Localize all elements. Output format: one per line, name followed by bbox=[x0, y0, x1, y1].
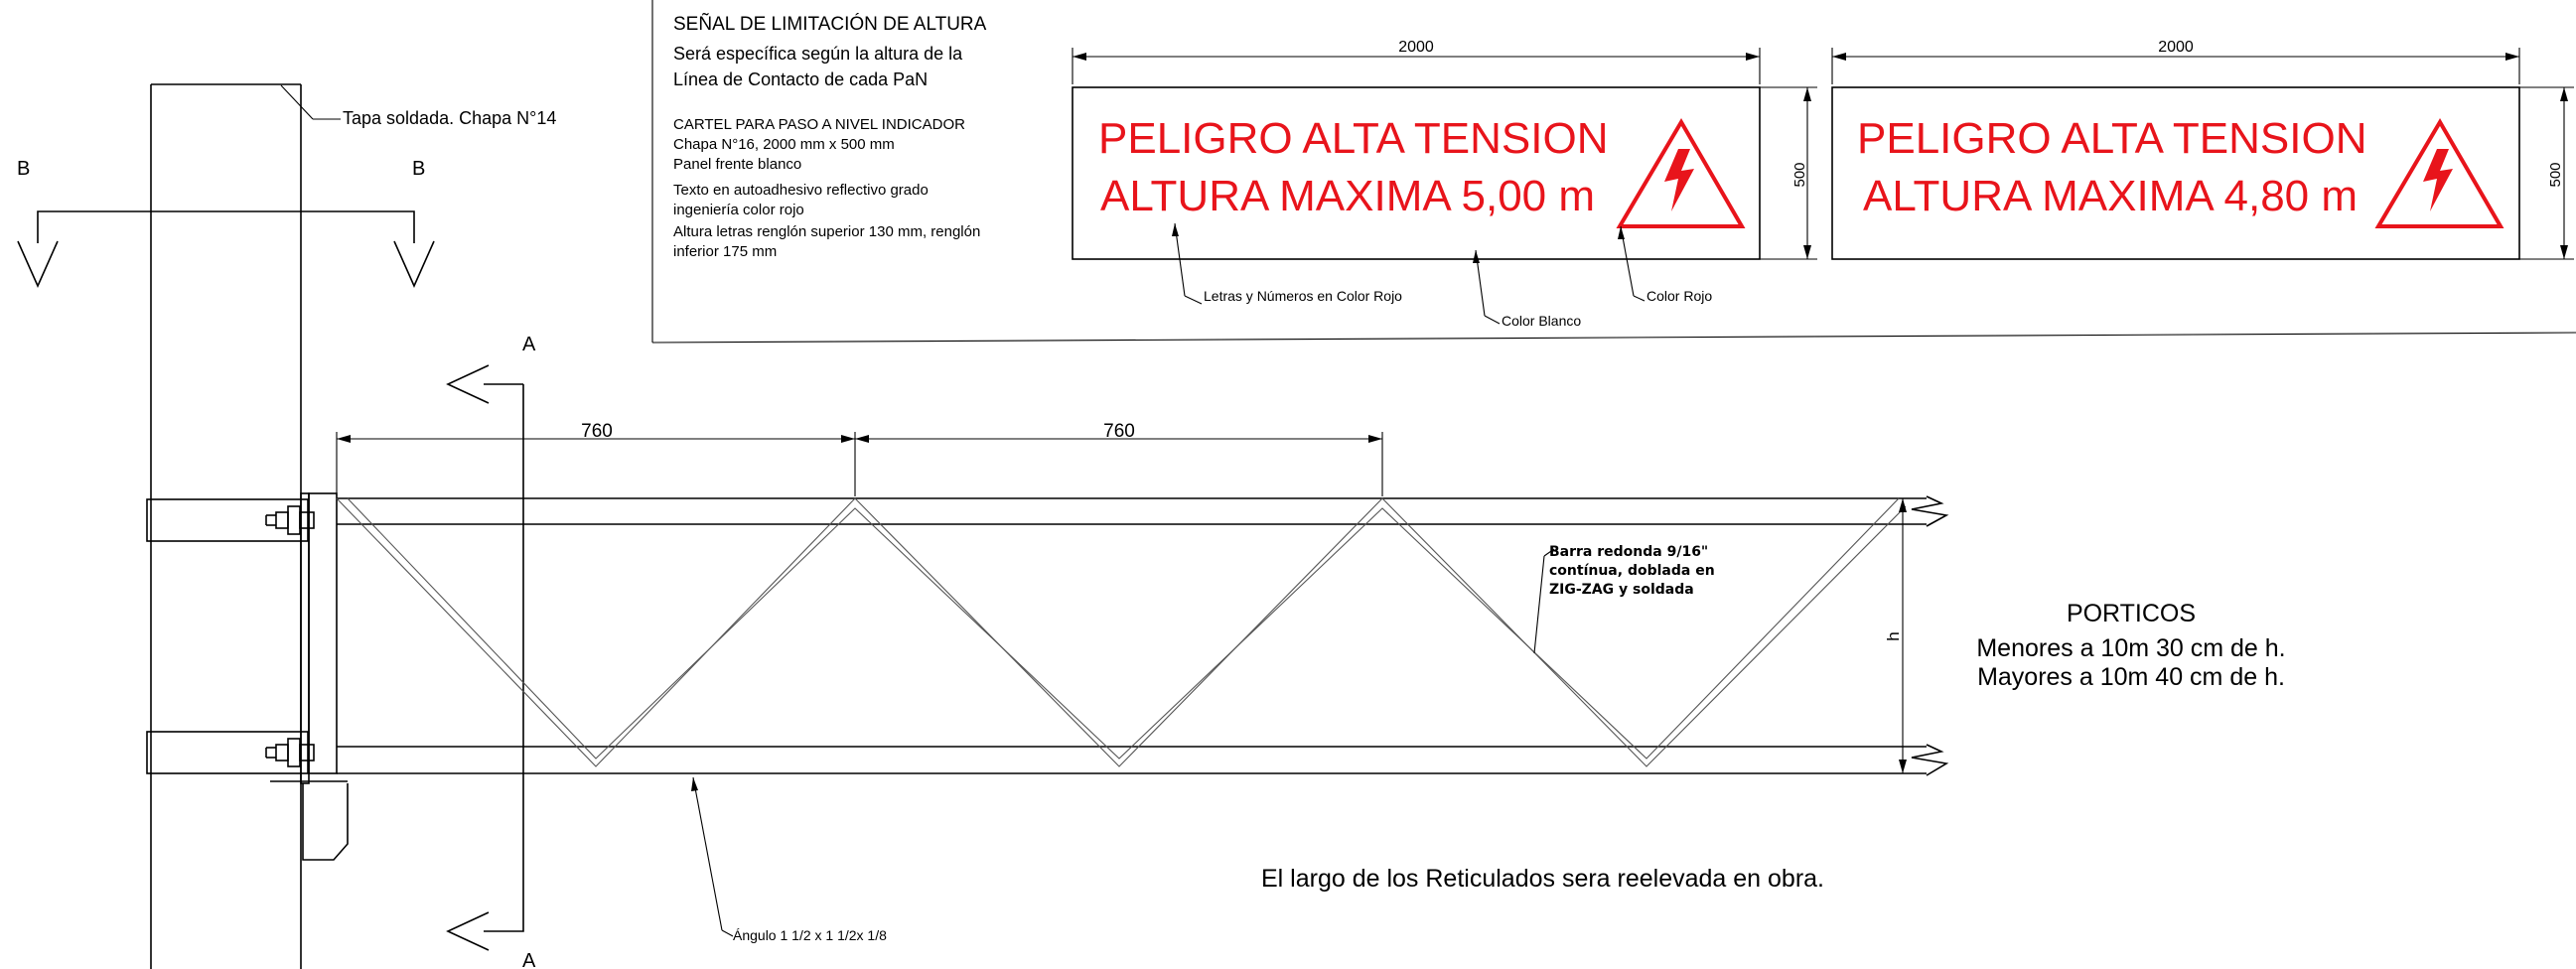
callout-white: Color Blanco bbox=[1502, 313, 1581, 329]
sign-callouts: Letras y Números en Color Rojo Color Bla… bbox=[1172, 222, 1712, 329]
sign-2-height-dim: 500 bbox=[2547, 162, 2564, 187]
sign-frame bbox=[651, 0, 2576, 344]
porticos-title: PORTICOS bbox=[2067, 600, 2196, 627]
angle-label: Ángulo 1 1/2 x 1 1/2x 1/8 bbox=[733, 927, 887, 943]
sign-2-panel bbox=[1831, 86, 2520, 260]
porticos-note: PORTICOS Menores a 10m 30 cm de h. Mayor… bbox=[1976, 600, 2285, 691]
clamp-top bbox=[146, 498, 315, 542]
sign-1-line-2: ALTURA MAXIMA 5,00 m bbox=[1100, 172, 1595, 220]
cartel-line-5: ingeniería color rojo bbox=[673, 202, 804, 218]
bar-note-line-3: ZIG-ZAG y soldada bbox=[1549, 582, 1694, 598]
callout-letters: Letras y Números en Color Rojo bbox=[1204, 288, 1402, 304]
section-a-bottom-label: A bbox=[522, 950, 536, 969]
truss-span-1: 760 bbox=[581, 421, 613, 442]
truss-span-2: 760 bbox=[1103, 421, 1135, 442]
high-voltage-warning-icon bbox=[1616, 118, 1746, 228]
notes-spec-line-2: Línea de Contacto de cada PaN bbox=[673, 69, 928, 89]
porticos-line-2: Mayores a 10m 40 cm de h. bbox=[1977, 663, 2285, 691]
notes-block: SEÑAL DE LIMITACIÓN DE ALTURA Será espec… bbox=[673, 13, 987, 260]
section-b-b: B B bbox=[17, 158, 435, 288]
sign-1-panel bbox=[1072, 86, 1761, 260]
post-cap-label: Tapa soldada. Chapa N°14 bbox=[343, 108, 556, 128]
cartel-line-3: Panel frente blanco bbox=[673, 156, 801, 173]
section-b-left-label: B bbox=[17, 158, 30, 180]
mount-plate bbox=[270, 492, 349, 861]
sign-1: 2000 500 PELIGRO ALTA TENSION ALTURA MAX… bbox=[1072, 39, 1817, 260]
bar-note-line-2: contínua, doblada en bbox=[1549, 563, 1715, 579]
high-voltage-warning-icon bbox=[2374, 118, 2504, 228]
cartel-line-1: CARTEL PARA PASO A NIVEL INDICADOR bbox=[673, 116, 965, 133]
porticos-line-1: Menores a 10m 30 cm de h. bbox=[1976, 634, 2285, 662]
sign-2: 2000 500 PELIGRO ALTA TENSION ALTURA MAX… bbox=[1831, 39, 2574, 260]
clamp-bottom bbox=[146, 731, 315, 774]
sign-1-line-1: PELIGRO ALTA TENSION bbox=[1098, 114, 1609, 163]
callout-red: Color Rojo bbox=[1646, 288, 1712, 304]
cartel-line-4: Texto en autoadhesivo reflectivo grado bbox=[673, 182, 929, 199]
post: Tapa soldada. Chapa N°14 bbox=[150, 83, 556, 969]
sign-2-line-1: PELIGRO ALTA TENSION bbox=[1857, 114, 2367, 163]
sign-2-line-2: ALTURA MAXIMA 4,80 m bbox=[1863, 172, 2358, 220]
cartel-line-2: Chapa N°16, 2000 mm x 500 mm bbox=[673, 136, 895, 153]
section-a-a: A A bbox=[446, 334, 536, 969]
cartel-line-6: Altura letras renglón superior 130 mm, r… bbox=[673, 223, 980, 240]
footer-note: El largo de los Reticulados sera reeleva… bbox=[1261, 865, 1824, 893]
notes-spec-line-1: Será específica según la altura de la bbox=[673, 44, 963, 64]
notes-title: SEÑAL DE LIMITACIÓN DE ALTURA bbox=[673, 13, 987, 35]
sign-2-width-dim: 2000 bbox=[2158, 39, 2194, 56]
sign-1-width-dim: 2000 bbox=[1398, 39, 1434, 56]
truss: 760 760 h Barra redonda 9/16" contínua, … bbox=[336, 421, 1949, 943]
bar-note-line-1: Barra redonda 9/16" bbox=[1549, 544, 1708, 560]
section-b-right-label: B bbox=[412, 158, 425, 180]
sign-1-height-dim: 500 bbox=[1791, 162, 1808, 187]
section-a-top-label: A bbox=[522, 334, 536, 355]
cartel-line-7: inferior 175 mm bbox=[673, 243, 777, 260]
truss-height-label: h bbox=[1884, 631, 1903, 640]
